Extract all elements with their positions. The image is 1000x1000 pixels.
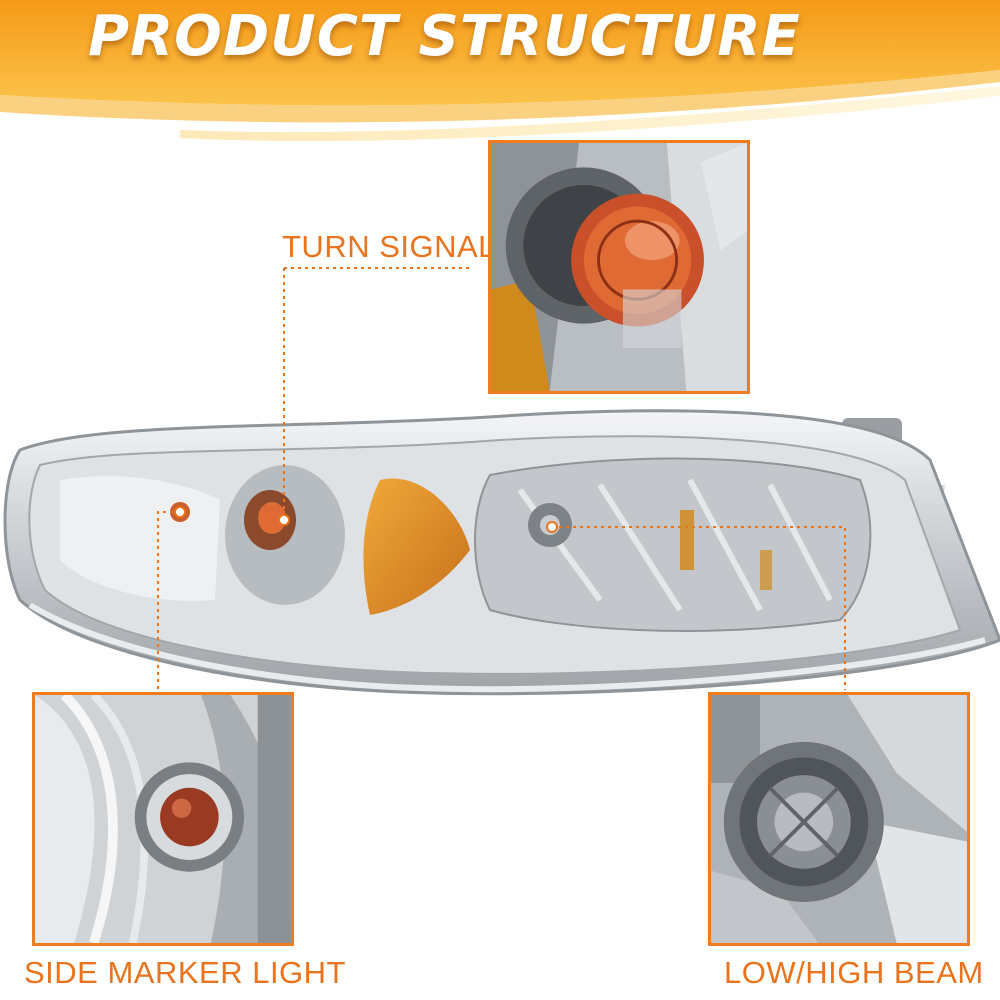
- side-marker-bulb-image: [35, 695, 291, 943]
- turn-signal-label: TURN SIGNAL: [282, 229, 496, 264]
- side-marker-closeup: [32, 692, 294, 946]
- banner-background: [0, 0, 1000, 142]
- headlight-assembly: [0, 400, 1000, 710]
- low-high-beam-closeup: [708, 692, 970, 946]
- turn-signal-bulb-image: [491, 143, 747, 391]
- banner-title: PRODUCT STRUCTURE: [88, 4, 801, 69]
- headlight-image: [3, 409, 1000, 696]
- low-high-beam-bulb-image: [711, 695, 967, 943]
- low-high-beam-label: LOW/HIGH BEAM: [724, 955, 984, 990]
- header-banner: PRODUCT STRUCTURE: [0, 0, 1000, 150]
- side-marker-light-label: SIDE MARKER LIGHT: [24, 955, 346, 990]
- turn-signal-closeup: [488, 140, 750, 394]
